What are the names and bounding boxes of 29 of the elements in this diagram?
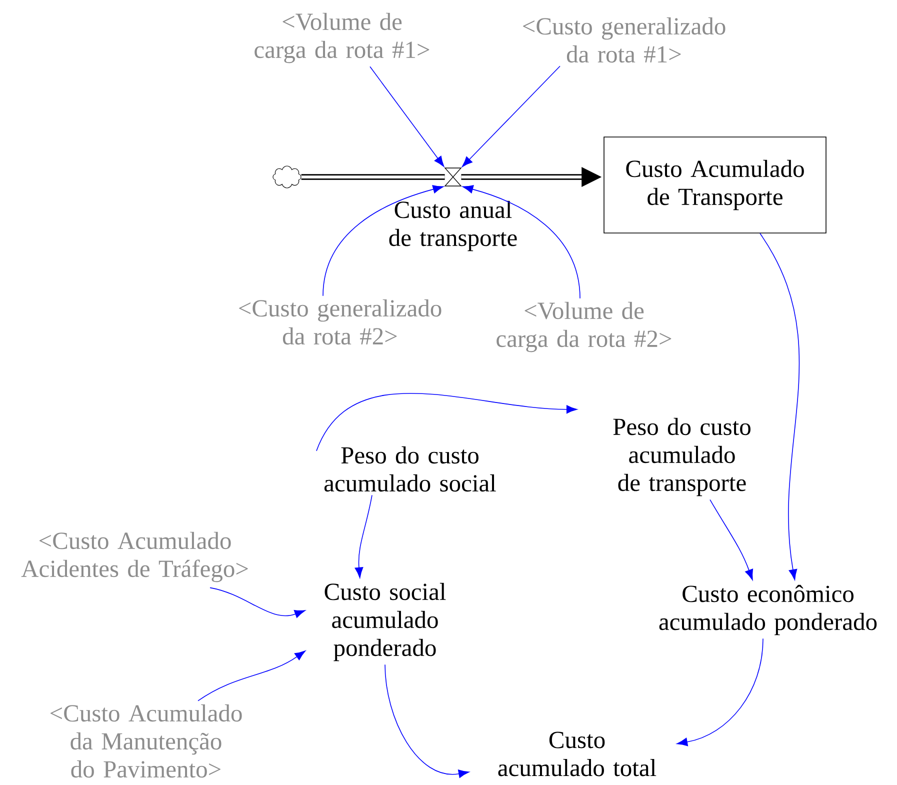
- arrow: [760, 233, 800, 580]
- arrow: [370, 66, 444, 167]
- flow-pipe: [461, 167, 602, 187]
- arrow: [354, 494, 372, 578]
- source-cloud: [272, 166, 302, 188]
- node-label: Custo anual de transporte: [389, 200, 517, 252]
- variable-label: Custo social acumulado ponderado: [324, 582, 446, 662]
- shadow-variable: <Custo Acumulado da Manutenção do Pavimento>: [50, 704, 242, 778]
- variable-label: Peso do custo acumulado de transporte: [613, 418, 750, 496]
- arrow: [316, 393, 578, 452]
- arrow: [676, 638, 764, 746]
- arrow: [210, 587, 306, 618]
- arrow: [462, 185, 580, 299]
- flow-pipe: [301, 174, 445, 180]
- arrow: [462, 66, 560, 168]
- stock-box: Custo Acumulado de Transporte: [604, 136, 826, 234]
- variable-label: Custo econômico acumulado ponderado: [659, 584, 877, 636]
- variable-label: Peso do custo acumulado social: [324, 446, 496, 492]
- variable-label: Custo acumulado total: [498, 732, 656, 776]
- flow-valve: Custo anual de transporte: [389, 168, 517, 252]
- shadow-variable: <Custo generalizado da rota #1>: [523, 17, 726, 63]
- arrow: [198, 650, 306, 702]
- shadow-variable: <Custo Acumulado Acidentes de Tráfego>: [21, 532, 248, 582]
- arrow: [384, 664, 470, 778]
- arrow: [322, 185, 444, 296]
- shadow-variable: <Volume de carga da rota #1>: [254, 12, 430, 64]
- arrow: [710, 499, 754, 580]
- shadow-variable: <Custo generalizado da rota #2>: [239, 299, 442, 345]
- shadow-variable: <Volume de carga da rota #2>: [496, 302, 672, 352]
